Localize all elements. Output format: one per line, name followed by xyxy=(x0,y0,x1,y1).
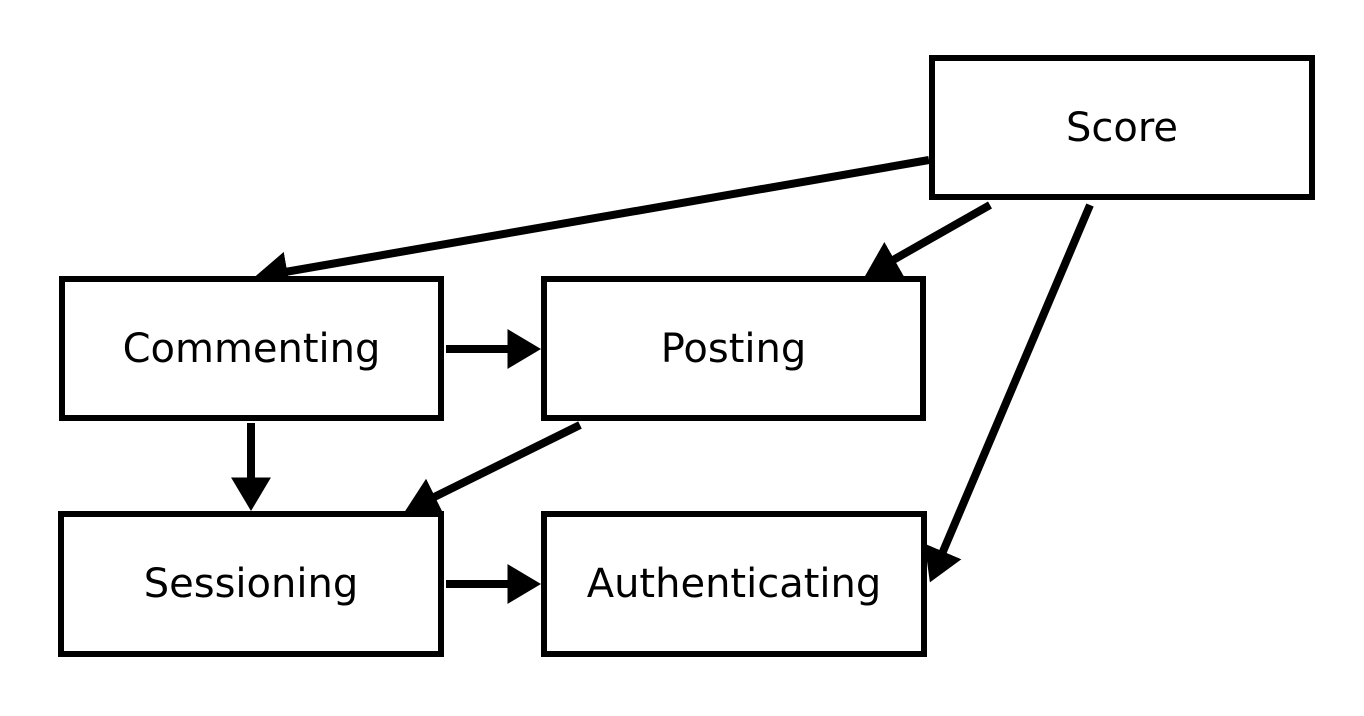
edge-score-to-commenting xyxy=(254,156,930,292)
node-authenticating-label: Authenticating xyxy=(586,561,882,607)
node-sessioning: Sessioning xyxy=(58,511,444,657)
node-score-label: Score xyxy=(1065,104,1179,151)
edge-score-to-authenticating xyxy=(924,203,1094,583)
edge-posting-to-sessioning xyxy=(404,421,582,515)
node-posting: Posting xyxy=(541,276,926,421)
node-sessioning-label: Sessioning xyxy=(143,561,359,607)
node-commenting-label: Commenting xyxy=(122,325,381,372)
node-commenting: Commenting xyxy=(59,276,444,421)
node-score: Score xyxy=(929,55,1315,200)
edge-score-to-posting xyxy=(865,201,992,277)
node-authenticating: Authenticating xyxy=(541,511,927,657)
node-posting-label: Posting xyxy=(660,325,807,372)
